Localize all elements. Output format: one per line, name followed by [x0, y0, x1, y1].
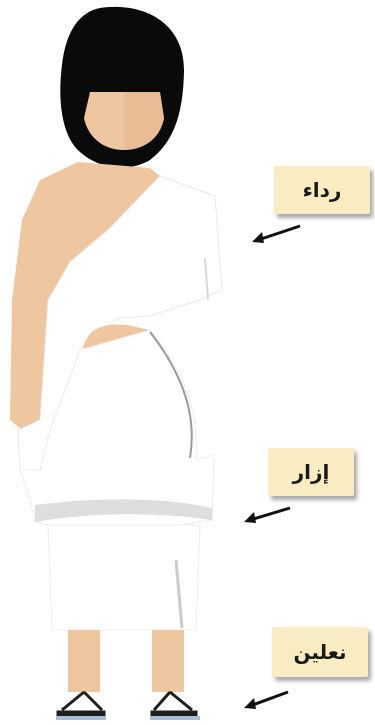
left-sandal-sole [56, 716, 106, 720]
arrow-to-izar [244, 508, 290, 523]
label-rida: رداء [274, 166, 370, 214]
left-leg [68, 630, 100, 692]
arrow-to-rida [252, 226, 300, 243]
arrow-to-naalain [244, 692, 288, 709]
right-sandal-sole [150, 716, 200, 720]
label-naalain: نعلين [272, 627, 368, 677]
right-sandal [152, 692, 196, 718]
right-leg [152, 630, 184, 692]
left-sandal [58, 692, 104, 718]
label-izar: إزار [268, 448, 354, 496]
